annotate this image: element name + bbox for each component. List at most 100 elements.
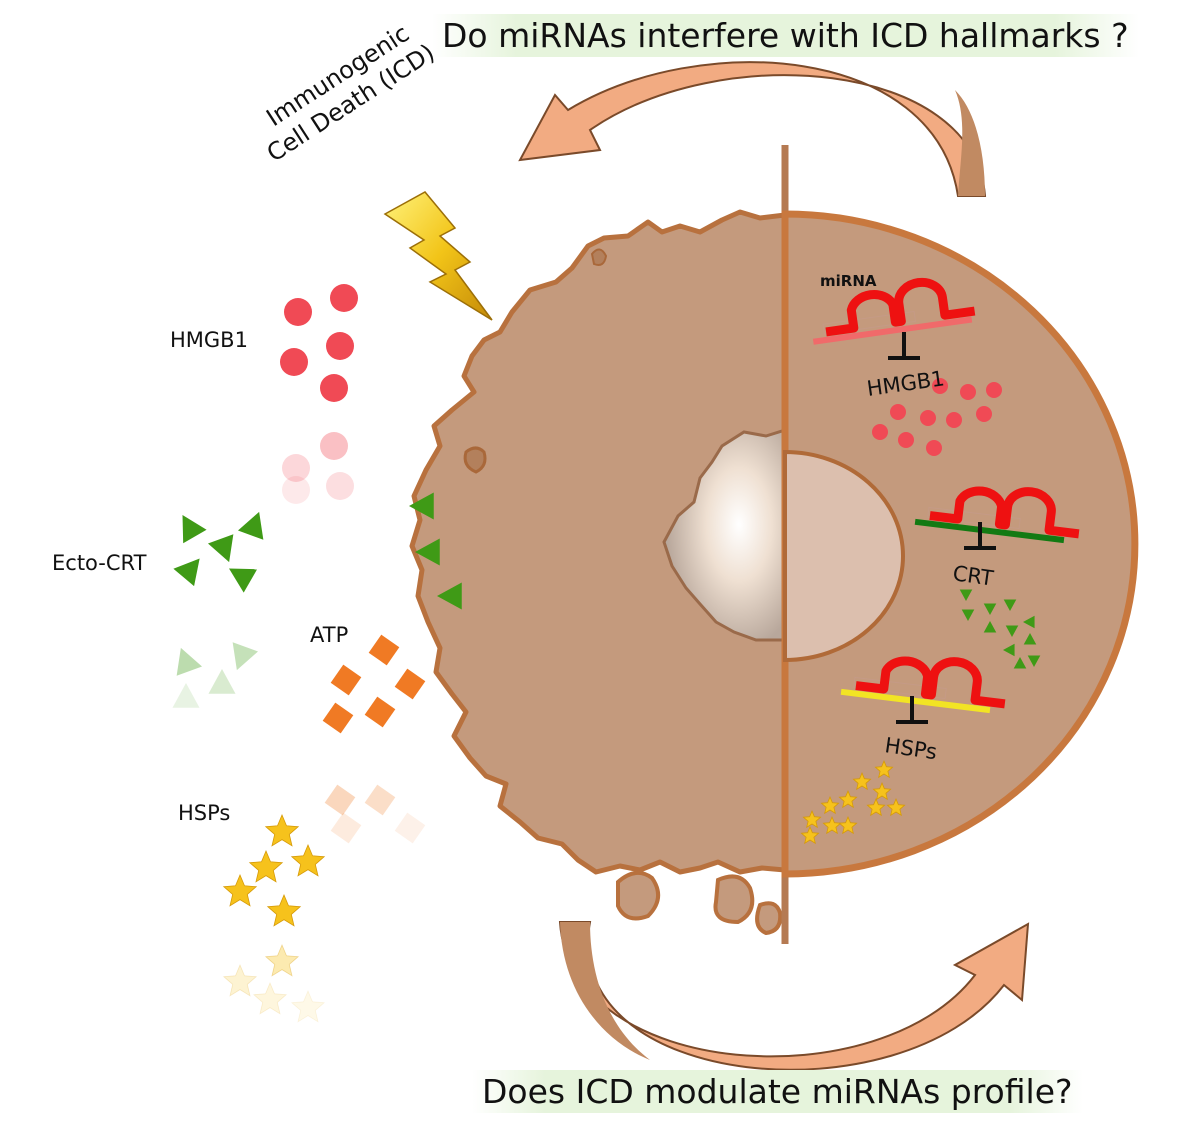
hsp-star bbox=[290, 843, 326, 877]
hmgb1-circle bbox=[326, 472, 354, 500]
dying-cell-body bbox=[409, 209, 785, 875]
intracellular-hsp-star bbox=[822, 815, 842, 835]
mirna-label: miRNA bbox=[820, 272, 877, 290]
intracellular-hmgb1-dot bbox=[946, 412, 962, 428]
hmgb1-circle bbox=[282, 454, 310, 482]
hsps-label: HSPs bbox=[178, 801, 231, 825]
intracellular-hmgb1-dot bbox=[986, 382, 1002, 398]
atp-diamond bbox=[364, 696, 396, 728]
fragmented-nucleus bbox=[662, 428, 785, 642]
crt-triangle bbox=[172, 683, 200, 708]
intracellular-hmgb1-dot bbox=[872, 424, 888, 440]
intracellular-hsp-star bbox=[838, 789, 858, 809]
intracellular-hsp-star bbox=[800, 825, 820, 845]
curved-arrow-bottom bbox=[558, 921, 1030, 1071]
intracellular-hmgb1-dot bbox=[976, 406, 992, 422]
membrane-bleb bbox=[616, 870, 660, 921]
membrane-crt-group bbox=[409, 492, 462, 610]
hmgb1-circle bbox=[284, 298, 312, 326]
membrane-crt-triangle bbox=[409, 492, 434, 520]
atp-label: ATP bbox=[310, 623, 349, 647]
mirna-crt-complex bbox=[914, 486, 1080, 544]
intracellular-hmgb1-dot bbox=[898, 432, 914, 448]
membrane-crt-triangle bbox=[415, 538, 440, 566]
intracellular-hsps-group bbox=[800, 759, 906, 845]
question-top: Do miRNAs interfere with ICD hallmarks ? bbox=[432, 14, 1139, 57]
mirna-hmgb1-complex bbox=[812, 277, 976, 345]
hsp-star bbox=[248, 849, 284, 883]
hmgb1-circle bbox=[320, 374, 348, 402]
intracellular-crt-triangle bbox=[1003, 643, 1015, 657]
intracellular-crt-triangle bbox=[1023, 615, 1035, 629]
mirna-complexes bbox=[812, 277, 1080, 724]
mirna-seed-box bbox=[822, 310, 917, 335]
hsp-star bbox=[264, 813, 300, 847]
question-bottom: Does ICD modulate miRNAs profile? bbox=[472, 1070, 1083, 1113]
mirna-hairpin bbox=[825, 277, 976, 337]
hsp-star bbox=[290, 989, 326, 1023]
hmgb1-circle bbox=[320, 432, 348, 460]
intracellular-crt-triangle bbox=[1027, 655, 1041, 667]
atp-release-group bbox=[322, 634, 426, 844]
membrane-bleb bbox=[713, 874, 755, 925]
crt-triangle bbox=[229, 568, 258, 593]
hmgb1-label: HMGB1 bbox=[170, 328, 248, 352]
intracellular-hmgb1-group bbox=[872, 378, 1002, 456]
intracellular-crt-triangle bbox=[983, 621, 997, 633]
intracellular-hsp-star bbox=[838, 815, 858, 835]
atp-diamond bbox=[330, 664, 362, 696]
intracellular-crt-group bbox=[959, 589, 1041, 669]
atp-diamond bbox=[394, 668, 426, 700]
intracellular-crt-triangle bbox=[1013, 657, 1027, 669]
crt-triangle bbox=[208, 669, 236, 694]
intracellular-hmgb1-dot bbox=[920, 410, 936, 426]
intracellular-hmgb1-dot bbox=[932, 378, 948, 394]
crt-triangle bbox=[232, 642, 259, 671]
intracellular-hsp-star bbox=[852, 771, 872, 791]
intracellular-crt-triangle bbox=[1003, 599, 1017, 611]
hmgb1-circle bbox=[280, 348, 308, 376]
atp-diamond bbox=[364, 784, 396, 816]
hsps-release-group bbox=[222, 813, 326, 1023]
mirna-hairpin bbox=[929, 486, 1080, 539]
membrane-bleb bbox=[590, 248, 608, 266]
hsp-star bbox=[222, 963, 258, 997]
atp-diamond bbox=[330, 812, 362, 844]
crt-triangle bbox=[173, 558, 200, 587]
hsp-star bbox=[264, 943, 300, 977]
atp-diamond bbox=[322, 702, 354, 734]
crt-inhibited-label: CRT bbox=[951, 561, 995, 590]
crt-triangle bbox=[237, 511, 264, 540]
curved-arrow-top bbox=[518, 61, 987, 197]
atp-diamond bbox=[368, 634, 400, 666]
intracellular-crt-triangle bbox=[1005, 625, 1019, 637]
mirna-seed-box bbox=[853, 676, 947, 700]
target-mrna-line bbox=[812, 316, 973, 345]
target-mrna-line bbox=[840, 688, 991, 714]
hmgb1-circle bbox=[330, 284, 358, 312]
atp-diamond bbox=[324, 784, 356, 816]
target-mrna-line bbox=[914, 518, 1065, 544]
hsp-star bbox=[252, 981, 288, 1015]
intracellular-hmgb1-dot bbox=[926, 440, 942, 456]
crt-triangle bbox=[176, 647, 203, 676]
intracellular-hsp-star bbox=[874, 759, 894, 779]
intracellular-crt-triangle bbox=[961, 609, 975, 621]
intracellular-crt-triangle bbox=[959, 589, 973, 601]
hmgb1-circle bbox=[326, 332, 354, 360]
ecto-crt-group bbox=[172, 511, 264, 708]
dying-cell bbox=[409, 209, 785, 936]
healthy-cell bbox=[781, 210, 1139, 878]
healthy-nucleus bbox=[783, 449, 905, 663]
intracellular-crt-triangle bbox=[1023, 633, 1037, 645]
hmgb1-circle bbox=[282, 476, 310, 504]
hmgb1-release-group bbox=[280, 284, 358, 504]
mirna-hsps-complex bbox=[840, 656, 1006, 714]
membrane-bleb bbox=[463, 446, 487, 474]
crt-triangle bbox=[207, 534, 234, 563]
healthy-cell-body bbox=[781, 210, 1139, 878]
intracellular-hmgb1-dot bbox=[890, 404, 906, 420]
mirna-hairpin bbox=[855, 656, 1006, 709]
crt-triangle bbox=[182, 515, 207, 544]
